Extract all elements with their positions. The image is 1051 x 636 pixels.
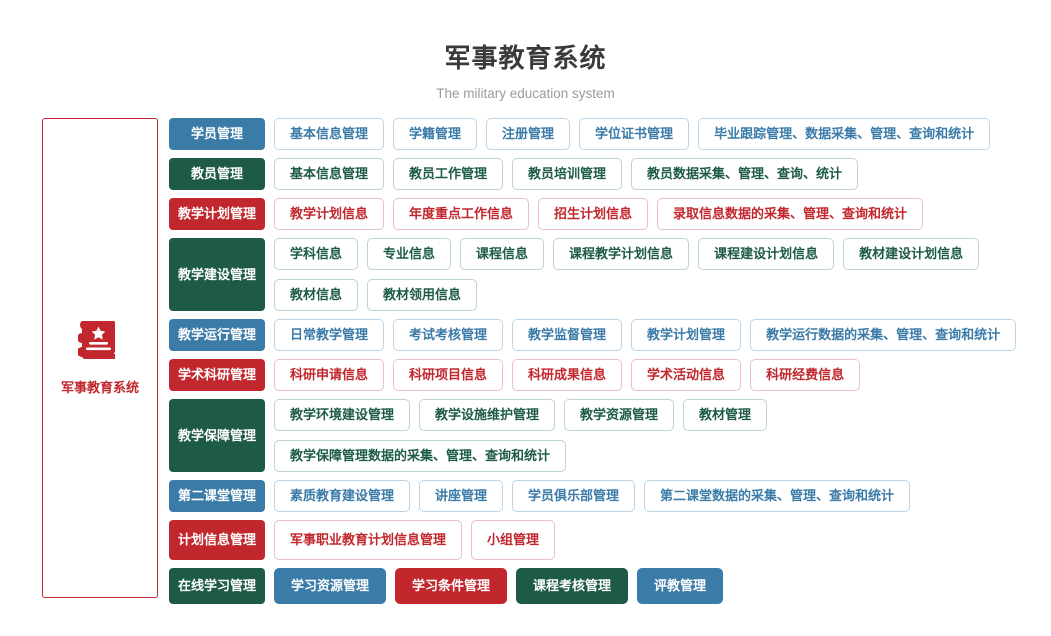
tree-child-node[interactable]: 招生计划信息	[538, 198, 649, 230]
tree-child-node[interactable]: 素质教育建设管理	[274, 480, 411, 512]
tree-row: 学员管理基本信息管理学籍管理注册管理学位证书管理毕业跟踪管理、数据采集、管理、查…	[169, 118, 1051, 150]
tree-parent-node[interactable]: 学员管理	[169, 118, 265, 150]
root-node-content: 军事教育系统	[61, 320, 139, 396]
tree-child-node[interactable]: 军事职业教育计划信息管理	[274, 520, 463, 560]
tree-row: 教学建设管理学科信息专业信息课程信息课程教学计划信息课程建设计划信息教材建设计划…	[169, 238, 1051, 311]
tree-children: 基本信息管理学籍管理注册管理学位证书管理毕业跟踪管理、数据采集、管理、查询和统计	[274, 118, 1051, 150]
tree-child-node[interactable]: 教材领用信息	[367, 279, 478, 311]
tree-rows: 学员管理基本信息管理学籍管理注册管理学位证书管理毕业跟踪管理、数据采集、管理、查…	[169, 118, 1051, 604]
tree-child-node[interactable]: 基本信息管理	[274, 118, 385, 150]
tree-child-node[interactable]: 教学计划信息	[274, 198, 385, 230]
tree-child-node[interactable]: 考试考核管理	[393, 319, 504, 351]
tree-children: 科研申请信息科研项目信息科研成果信息学术活动信息科研经费信息	[274, 359, 1051, 391]
tree-child-node[interactable]: 课程教学计划信息	[553, 238, 690, 270]
tree-child-node[interactable]: 学习条件管理	[395, 568, 508, 604]
page-header: 军事教育系统 The military education system	[0, 0, 1051, 101]
tree-row: 学术科研管理科研申请信息科研项目信息科研成果信息学术活动信息科研经费信息	[169, 359, 1051, 391]
root-node-card[interactable]: 军事教育系统	[42, 118, 158, 598]
page-title: 军事教育系统	[444, 43, 607, 73]
tree-child-node[interactable]: 学籍管理	[393, 118, 478, 150]
tree-parent-node[interactable]: 教学运行管理	[169, 319, 265, 351]
tree-child-node[interactable]: 学位证书管理	[579, 118, 690, 150]
tree-children: 军事职业教育计划信息管理小组管理	[274, 520, 1051, 560]
tree-child-node[interactable]: 教学计划管理	[631, 319, 742, 351]
tree-parent-node[interactable]: 第二课堂管理	[169, 480, 265, 512]
tree-child-node[interactable]: 教材管理	[683, 399, 768, 431]
tree-row: 计划信息管理军事职业教育计划信息管理小组管理	[169, 520, 1051, 560]
tree-parent-node[interactable]: 教学计划管理	[169, 198, 265, 230]
tree-child-node[interactable]: 教员数据采集、管理、查询、统计	[631, 158, 859, 190]
tree-child-node[interactable]: 教学设施维护管理	[419, 399, 556, 431]
tree-child-node[interactable]: 学习资源管理	[274, 568, 387, 604]
tree-child-node[interactable]: 课程信息	[460, 238, 545, 270]
tree-child-node[interactable]: 课程建设计划信息	[698, 238, 835, 270]
tree-children: 教学计划信息年度重点工作信息招生计划信息录取信息数据的采集、管理、查询和统计	[274, 198, 1051, 230]
tree-child-node[interactable]: 教学保障管理数据的采集、管理、查询和统计	[274, 440, 567, 472]
tree-child-node[interactable]: 讲座管理	[419, 480, 504, 512]
tree-row: 教学保障管理教学环境建设管理教学设施维护管理教学资源管理教材管理教学保障管理数据…	[169, 399, 1051, 472]
tree-child-node[interactable]: 科研经费信息	[750, 359, 861, 391]
tree-children: 学习资源管理学习条件管理课程考核管理评教管理	[274, 568, 1051, 604]
tree-row: 教学运行管理日常教学管理考试考核管理教学监督管理教学计划管理教学运行数据的采集、…	[169, 319, 1051, 351]
tree-children: 日常教学管理考试考核管理教学监督管理教学计划管理教学运行数据的采集、管理、查询和…	[274, 319, 1051, 351]
page-subtitle: The military education system	[436, 86, 615, 101]
tree-child-node[interactable]: 科研申请信息	[274, 359, 385, 391]
tree-children: 基本信息管理教员工作管理教员培训管理教员数据采集、管理、查询、统计	[274, 158, 1051, 190]
tree-child-node[interactable]: 学科信息	[274, 238, 359, 270]
tree-child-node[interactable]: 专业信息	[367, 238, 452, 270]
tree-child-node[interactable]: 小组管理	[471, 520, 556, 560]
tree-row: 教员管理基本信息管理教员工作管理教员培训管理教员数据采集、管理、查询、统计	[169, 158, 1051, 190]
book-star-icon	[77, 321, 115, 359]
tree-row: 在线学习管理学习资源管理学习条件管理课程考核管理评教管理	[169, 568, 1051, 604]
tree-child-node[interactable]: 毕业跟踪管理、数据采集、管理、查询和统计	[698, 118, 991, 150]
root-node-label: 军事教育系统	[60, 380, 139, 395]
tree-row: 第二课堂管理素质教育建设管理讲座管理学员俱乐部管理第二课堂数据的采集、管理、查询…	[169, 480, 1051, 512]
tree-child-node[interactable]: 年度重点工作信息	[393, 198, 530, 230]
tree-child-node[interactable]: 注册管理	[486, 118, 571, 150]
tree-child-node[interactable]: 教材建设计划信息	[843, 238, 980, 270]
tree-child-node[interactable]: 科研项目信息	[393, 359, 504, 391]
tree-child-node[interactable]: 教学监督管理	[512, 319, 623, 351]
tree-parent-node[interactable]: 学术科研管理	[169, 359, 265, 391]
tree-row: 教学计划管理教学计划信息年度重点工作信息招生计划信息录取信息数据的采集、管理、查…	[169, 198, 1051, 230]
tree-child-node[interactable]: 课程考核管理	[516, 568, 629, 604]
tree-children: 素质教育建设管理讲座管理学员俱乐部管理第二课堂数据的采集、管理、查询和统计	[274, 480, 1051, 512]
tree-child-node[interactable]: 科研成果信息	[512, 359, 623, 391]
tree-parent-node[interactable]: 教学保障管理	[169, 399, 265, 472]
tree-child-node[interactable]: 评教管理	[637, 568, 724, 604]
tree-child-node[interactable]: 日常教学管理	[274, 319, 385, 351]
tree-parent-node[interactable]: 计划信息管理	[169, 520, 265, 560]
tree-child-node[interactable]: 学术活动信息	[631, 359, 742, 391]
tree-child-node[interactable]: 教学环境建设管理	[274, 399, 411, 431]
tree-child-node[interactable]: 录取信息数据的采集、管理、查询和统计	[657, 198, 924, 230]
tree-child-node[interactable]: 教员工作管理	[393, 158, 504, 190]
tree-parent-node[interactable]: 教学建设管理	[169, 238, 265, 311]
tree-child-node[interactable]: 第二课堂数据的采集、管理、查询和统计	[644, 480, 911, 512]
tree-children: 教学环境建设管理教学设施维护管理教学资源管理教材管理教学保障管理数据的采集、管理…	[274, 399, 1051, 472]
tree-child-node[interactable]: 教材信息	[274, 279, 359, 311]
tree-children: 学科信息专业信息课程信息课程教学计划信息课程建设计划信息教材建设计划信息教材信息…	[274, 238, 1051, 311]
tree-child-node[interactable]: 基本信息管理	[274, 158, 385, 190]
tree-parent-node[interactable]: 教员管理	[169, 158, 265, 190]
tree-child-node[interactable]: 教学资源管理	[564, 399, 675, 431]
tree-child-node[interactable]: 教学运行数据的采集、管理、查询和统计	[750, 319, 1017, 351]
tree-parent-node[interactable]: 在线学习管理	[169, 568, 265, 604]
tree-child-node[interactable]: 学员俱乐部管理	[512, 480, 636, 512]
tree-child-node[interactable]: 教员培训管理	[512, 158, 623, 190]
diagram-body: 军事教育系统 学员管理基本信息管理学籍管理注册管理学位证书管理毕业跟踪管理、数据…	[0, 101, 1051, 604]
